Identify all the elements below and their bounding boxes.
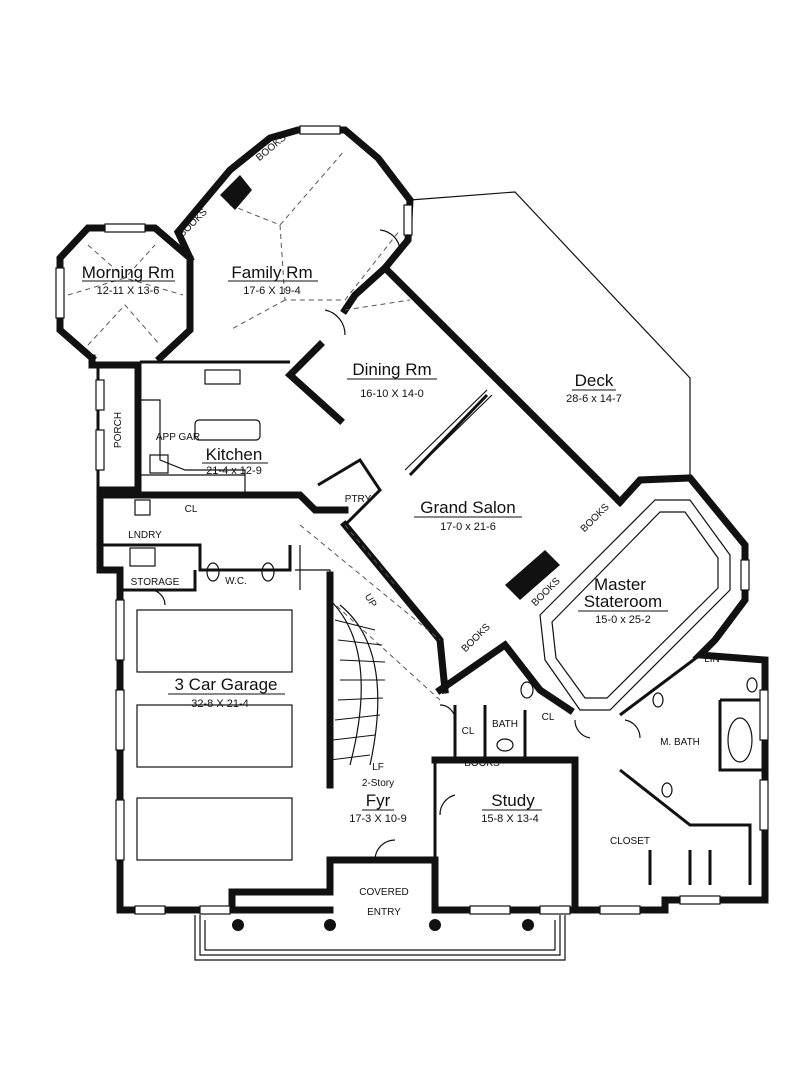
- foyer-story: 2-Story: [362, 778, 394, 789]
- master-name-line1: Master: [594, 575, 646, 594]
- kitchen-island: [194, 419, 261, 441]
- study-name: Study: [491, 791, 535, 810]
- family-room-dims: 17-6 X 19-4: [243, 285, 300, 297]
- deck-side-diagonal: [380, 263, 625, 507]
- garage-dims: 32-8 X 21-4: [191, 698, 248, 710]
- family-room-name: Family Rm: [231, 263, 312, 282]
- salon-fireplace: [505, 550, 560, 600]
- morning-room-name: Morning Rm: [82, 263, 175, 282]
- study-dims: 15-8 X 13-4: [481, 813, 538, 825]
- hall-closet-label: CL: [462, 726, 475, 737]
- interior-walls: [96, 360, 765, 885]
- salon-books-label-1: BOOKS: [579, 502, 612, 535]
- dining-west-diagonal: [284, 263, 390, 425]
- windows: [55, 125, 769, 915]
- salon-detail: [404, 389, 493, 476]
- deck-name: Deck: [575, 371, 614, 390]
- laundry-closet-label: CL: [185, 504, 198, 515]
- kitchen-name: Kitchen: [206, 445, 263, 464]
- study-books-label: BOOKS: [464, 758, 500, 769]
- mbath-walls: [619, 653, 765, 772]
- master-closet-label: CL: [542, 712, 555, 723]
- covered-label: COVERED: [359, 887, 408, 898]
- linen-label: LIN: [704, 654, 720, 665]
- master-name-line2: Stateroom: [584, 592, 662, 611]
- kitchen-west-wall: [88, 354, 142, 574]
- grand-salon-dims: 17-0 x 21-6: [440, 521, 496, 533]
- garage-west-wall: [96, 566, 334, 914]
- master-stateroom-walls: [571, 474, 769, 914]
- foyer-name: Fyr: [366, 791, 391, 810]
- pantry-walls: [317, 457, 382, 527]
- garage-name: 3 Car Garage: [175, 675, 278, 694]
- grand-salon-name: Grand Salon: [420, 498, 515, 517]
- stair-up-label: UP: [362, 592, 379, 610]
- master-tub: [727, 717, 753, 763]
- pantry-label: PTRY: [345, 494, 372, 505]
- stairs: [295, 545, 386, 766]
- ceiling-lines: [67, 149, 441, 701]
- dining-room-name: Dining Rm: [352, 360, 431, 379]
- storage-label: STORAGE: [131, 577, 180, 588]
- master-tray-ceiling: [539, 499, 731, 711]
- deck-outline: [409, 191, 691, 478]
- entry-label: ENTRY: [367, 907, 401, 918]
- storage-walls: [120, 570, 197, 592]
- deck-dims: 28-6 x 14-7: [566, 393, 622, 405]
- covered-entry: [194, 915, 566, 961]
- morning-room-dims: 12-11 X 13-6: [97, 285, 160, 297]
- dining-room-dims: 16-10 X 14-0: [360, 388, 424, 400]
- door-swings: [149, 229, 641, 861]
- fixtures: [129, 175, 758, 798]
- foyer-lf: LF: [372, 762, 384, 773]
- exterior-walls: [56, 126, 769, 914]
- family-fireplace: [220, 175, 252, 210]
- master-dims: 15-0 x 25-2: [595, 614, 651, 626]
- bath-label: BATH: [492, 719, 518, 730]
- wc-label: W.C.: [225, 576, 247, 587]
- master-hall-wall: [435, 640, 575, 715]
- appliance-garage-label: APP GAR: [156, 432, 200, 443]
- kitchen-south-wall: [96, 491, 349, 514]
- south-front-wall: [228, 756, 579, 914]
- closet-walls: [619, 768, 752, 885]
- family-room-walls: [173, 126, 414, 273]
- closet-label: CLOSET: [610, 836, 650, 847]
- porch-label: PORCH: [113, 412, 124, 448]
- foyer-dims: 17-3 X 10-9: [349, 813, 406, 825]
- kitchen-dims: 21-4 x 12-9: [206, 465, 262, 477]
- garage-bays: [136, 609, 293, 861]
- salon-books-label-3: BOOKS: [460, 622, 493, 655]
- master-bath-label: M. BATH: [660, 737, 700, 748]
- small-labels: PORCH LNDRY STORAGE W.C. PTRY UP CL CL C…: [113, 132, 720, 918]
- laundry-label: LNDRY: [128, 530, 162, 541]
- room-labels: Morning Rm 12-11 X 13-6 Family Rm 17-6 X…: [82, 263, 668, 825]
- laundry-walls: [100, 543, 292, 572]
